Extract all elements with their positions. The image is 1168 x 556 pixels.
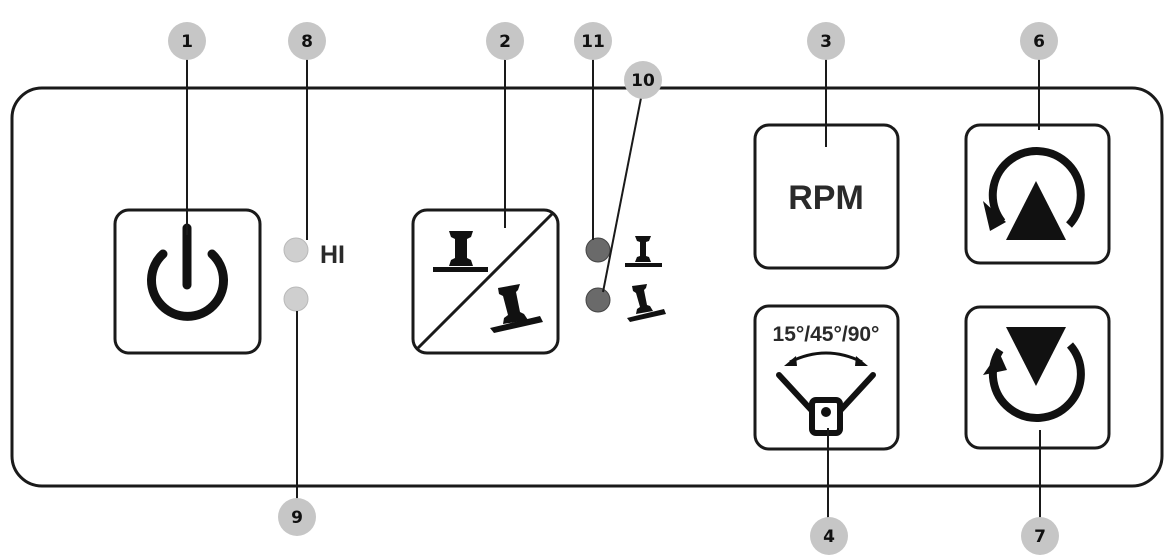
svg-text:8: 8 (301, 32, 313, 52)
rotate-down-icon (983, 327, 1085, 422)
callout-9: 9 (278, 498, 316, 536)
leader-line-10 (602, 97, 642, 293)
callout-10: 10 (624, 61, 662, 99)
mode-upright-icon (433, 231, 488, 272)
hi-indicator-led (283, 237, 309, 263)
low-indicator-led (283, 286, 309, 312)
mode-tilted-small-icon (627, 284, 666, 322)
leader-lines (186, 58, 1041, 527)
angle-button-label: 15°/45°/90° (773, 323, 880, 346)
callout-2: 2 (486, 22, 524, 60)
rpm-button[interactable]: RPM (753, 123, 900, 270)
svg-text:7: 7 (1034, 527, 1046, 547)
callout-8: 8 (288, 22, 326, 60)
hi-indicator-label: HI (320, 241, 345, 269)
svg-text:1: 1 (181, 32, 193, 52)
mode-toggle-button[interactable] (411, 208, 560, 355)
mode-tilted-icon (490, 284, 543, 333)
svg-text:11: 11 (581, 32, 605, 52)
angle-button[interactable]: 15°/45°/90° (753, 304, 900, 451)
callout-4: 4 (810, 517, 848, 555)
svg-text:6: 6 (1033, 32, 1045, 52)
rotate-up-button[interactable] (964, 123, 1111, 265)
rotate-up-icon (983, 147, 1085, 240)
svg-text:2: 2 (499, 32, 511, 52)
svg-text:10: 10 (631, 71, 655, 91)
svg-text:9: 9 (291, 508, 303, 528)
rotate-down-button[interactable] (964, 305, 1111, 450)
callout-6: 6 (1020, 22, 1058, 60)
oscillation-angle-icon (776, 351, 876, 436)
callout-7: 7 (1021, 517, 1059, 555)
rpm-button-label: RPM (788, 179, 864, 217)
callout-11: 11 (574, 22, 612, 60)
power-icon (147, 223, 228, 321)
mode-upright-small-icon (625, 236, 662, 267)
mode-tilted-led (585, 287, 611, 313)
callout-3: 3 (807, 22, 845, 60)
mode-upright-led (585, 237, 611, 263)
svg-text:4: 4 (823, 527, 835, 547)
svg-text:3: 3 (820, 32, 832, 52)
callout-1: 1 (168, 22, 206, 60)
